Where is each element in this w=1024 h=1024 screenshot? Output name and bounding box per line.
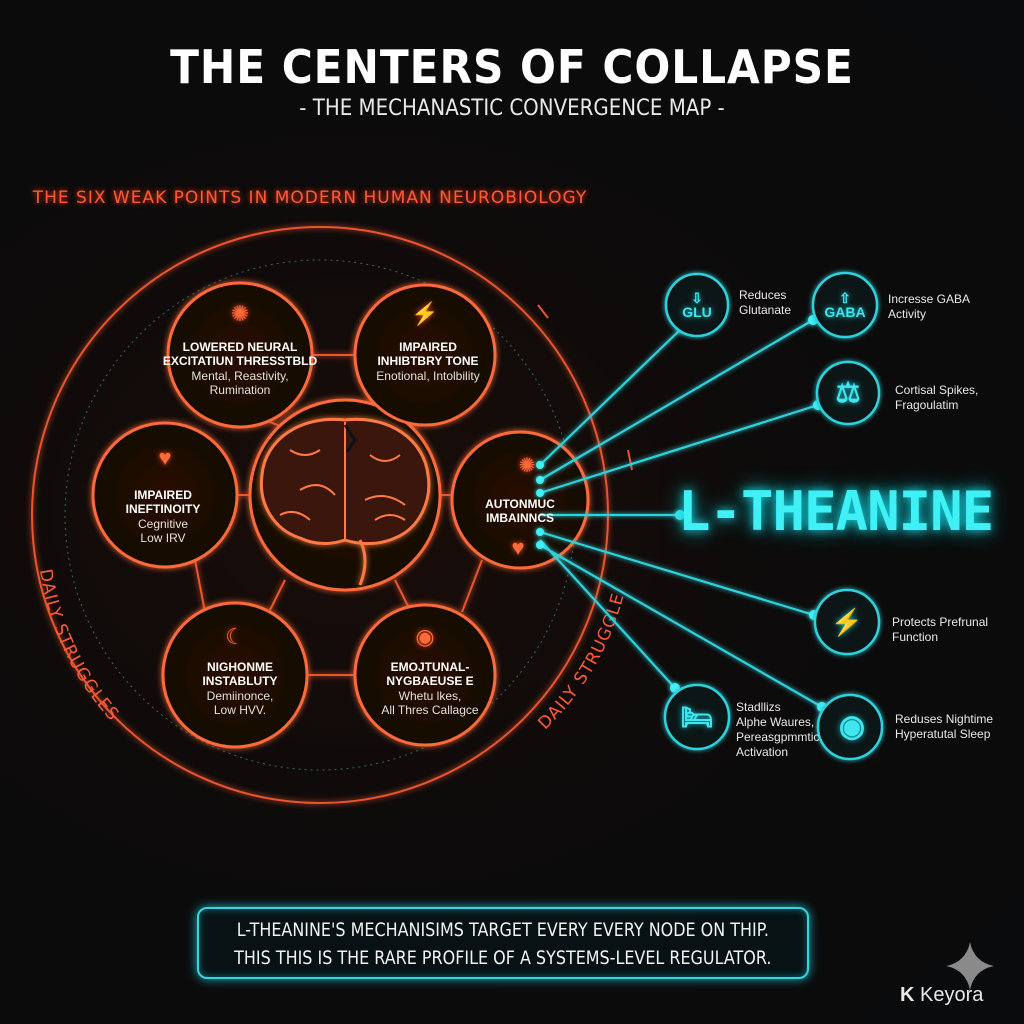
sparkle-icon (946, 942, 994, 990)
heart-icon: ♥ (511, 535, 525, 560)
sound-wave-icon: ◉ (838, 710, 866, 743)
arc-label: THE SIX WEAK POINTS IN MODERN HUMAN NEUR… (32, 188, 588, 208)
page-title: THE CENTERS OF COLLAPSE (170, 40, 854, 94)
bed-brain-icon: 🛏 (680, 702, 714, 732)
mechanism-node-1 (664, 272, 730, 338)
summary-line-2: THIS THIS IS THE RARE PROFILE OF A SYSTE… (234, 946, 772, 969)
weak-point-2-text: IMPAIRED INHIBTBRY TONE Enotional, Intol… (376, 340, 480, 383)
weak-point-1-text: LOWERED NEURAL EXCITATIUN THRESSTBLD Men… (162, 340, 318, 398)
shield-bolt-icon: ⚡ (830, 607, 864, 637)
page-subtitle: - THE MECHANASTIC CONVERGENCE MAP - (299, 96, 725, 121)
weak-point-node-3 (91, 421, 239, 569)
gaba-up-icon: ⇧GABA (824, 290, 866, 320)
mechanism-node-4 (813, 588, 881, 656)
scales-icon: ⚖ (835, 377, 861, 408)
summary-box: L-THEANINE'S MECHANISIMS TARGET EVERY EV… (197, 907, 809, 979)
weak-point-node-5 (161, 601, 309, 749)
brand-logo: K Keyora (900, 984, 983, 1007)
brain-icon: ✺ (230, 301, 250, 326)
shield-bolt-icon: ⚡ (411, 301, 439, 326)
brain-small-icon: ✺ (518, 455, 536, 477)
supplement-name: L-THEANINE (678, 480, 994, 543)
weak-point-node-4 (450, 430, 590, 570)
mechanism-node-2 (811, 271, 879, 339)
mechanism-node-5 (663, 683, 731, 751)
mechanism-node-3 (815, 360, 881, 426)
center-brain-icon (259, 417, 431, 586)
glutamate-down-icon: ⇩GLU (682, 290, 712, 320)
sleep-icon: ☾ (225, 624, 245, 649)
brand-name: Keyora (920, 984, 984, 1006)
side-label-left: DAILY STRUGGLES (35, 568, 123, 726)
weak-point-node-6 (353, 603, 497, 747)
person-heart-icon: ♥ (158, 445, 172, 470)
weak-point-node-1 (166, 281, 314, 429)
weak-point-5-text: NIGHONME INSTABLUTY Demiinonce, Low HVV. (202, 660, 278, 718)
brand-mark-icon: K (900, 984, 915, 1006)
mechanism-node-6 (816, 693, 884, 761)
weak-point-3-text: IMPAIRED INEFTINOITY Cegnitive Low IRV (125, 488, 201, 546)
weak-point-node-2 (353, 283, 497, 427)
mechanism-label-3: Cortisal Spikes,Fragoulatim (895, 383, 979, 412)
summary-line-1: L-THEANINE'S MECHANISIMS TARGET EVERY EV… (236, 919, 770, 941)
weak-point-6-text: EMOJTUNAL- NYGBAEUSE E Whetu lkes, All T… (381, 660, 479, 718)
weak-point-4-text: AUTONMUC IMBAINNCS (485, 497, 555, 526)
emotion-icon: ◉ (415, 624, 435, 649)
